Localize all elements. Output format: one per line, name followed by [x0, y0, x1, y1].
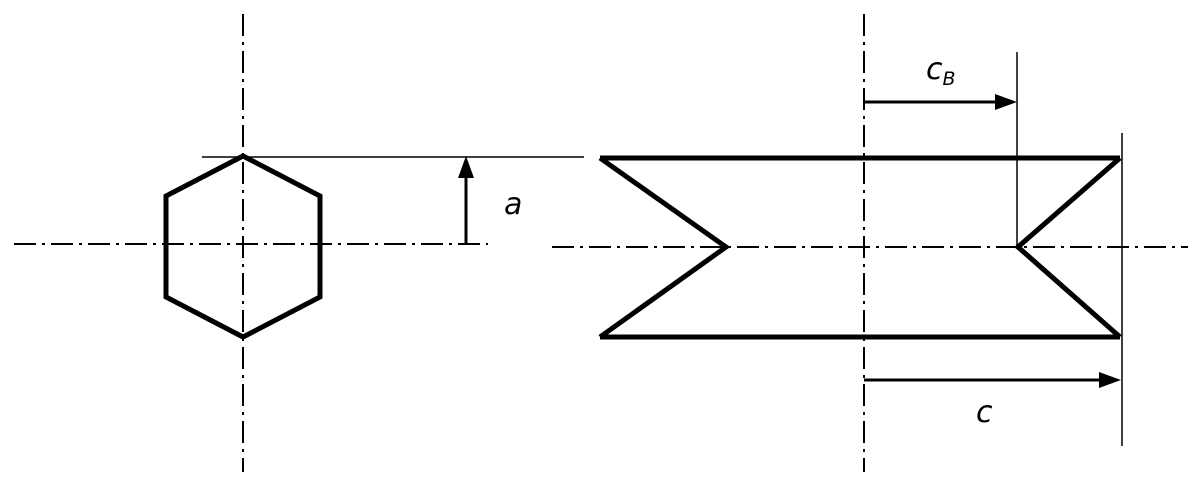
dimension-cb-arrowhead [995, 94, 1017, 110]
profile-left-notch [598, 155, 731, 340]
dimension-a-label: a [504, 187, 523, 222]
dimension-cb-label-subscript: B [942, 68, 956, 90]
dimension-a-arrowhead [458, 156, 474, 178]
profile-right-notch [1014, 156, 1122, 339]
dimension-c-label: c [976, 395, 993, 430]
dimension-cb-label-main: c [926, 52, 943, 87]
dimension-c-arrowhead [1099, 372, 1121, 388]
hexagon [163, 153, 323, 340]
dimension-cb-label: cB [926, 55, 956, 89]
